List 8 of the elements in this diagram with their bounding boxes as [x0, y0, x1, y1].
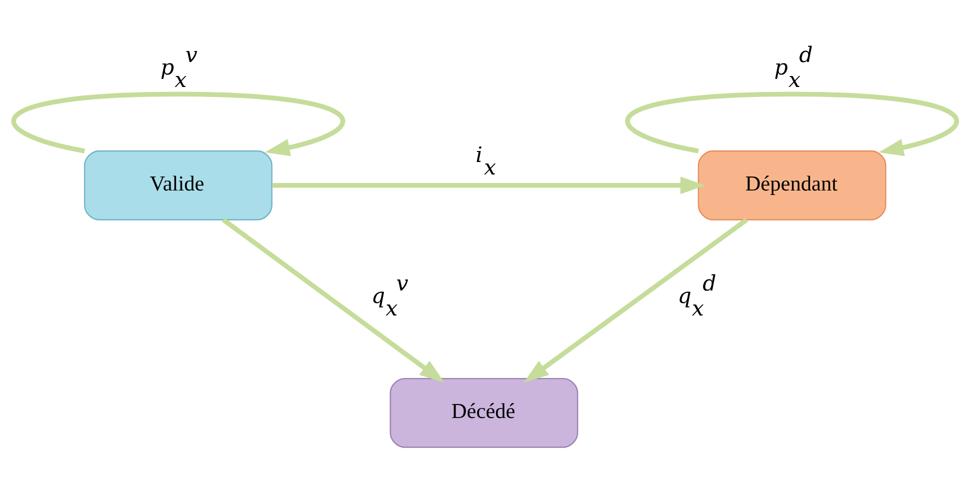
arrow: [272, 176, 706, 194]
node-box: Dépendant: [698, 150, 886, 220]
arrow: [524, 218, 748, 383]
node-box: Valide: [84, 150, 272, 220]
arrow: [626, 92, 958, 156]
node-box: Décédé: [390, 378, 578, 448]
arrow: [12, 92, 344, 156]
arrow: [222, 218, 444, 383]
